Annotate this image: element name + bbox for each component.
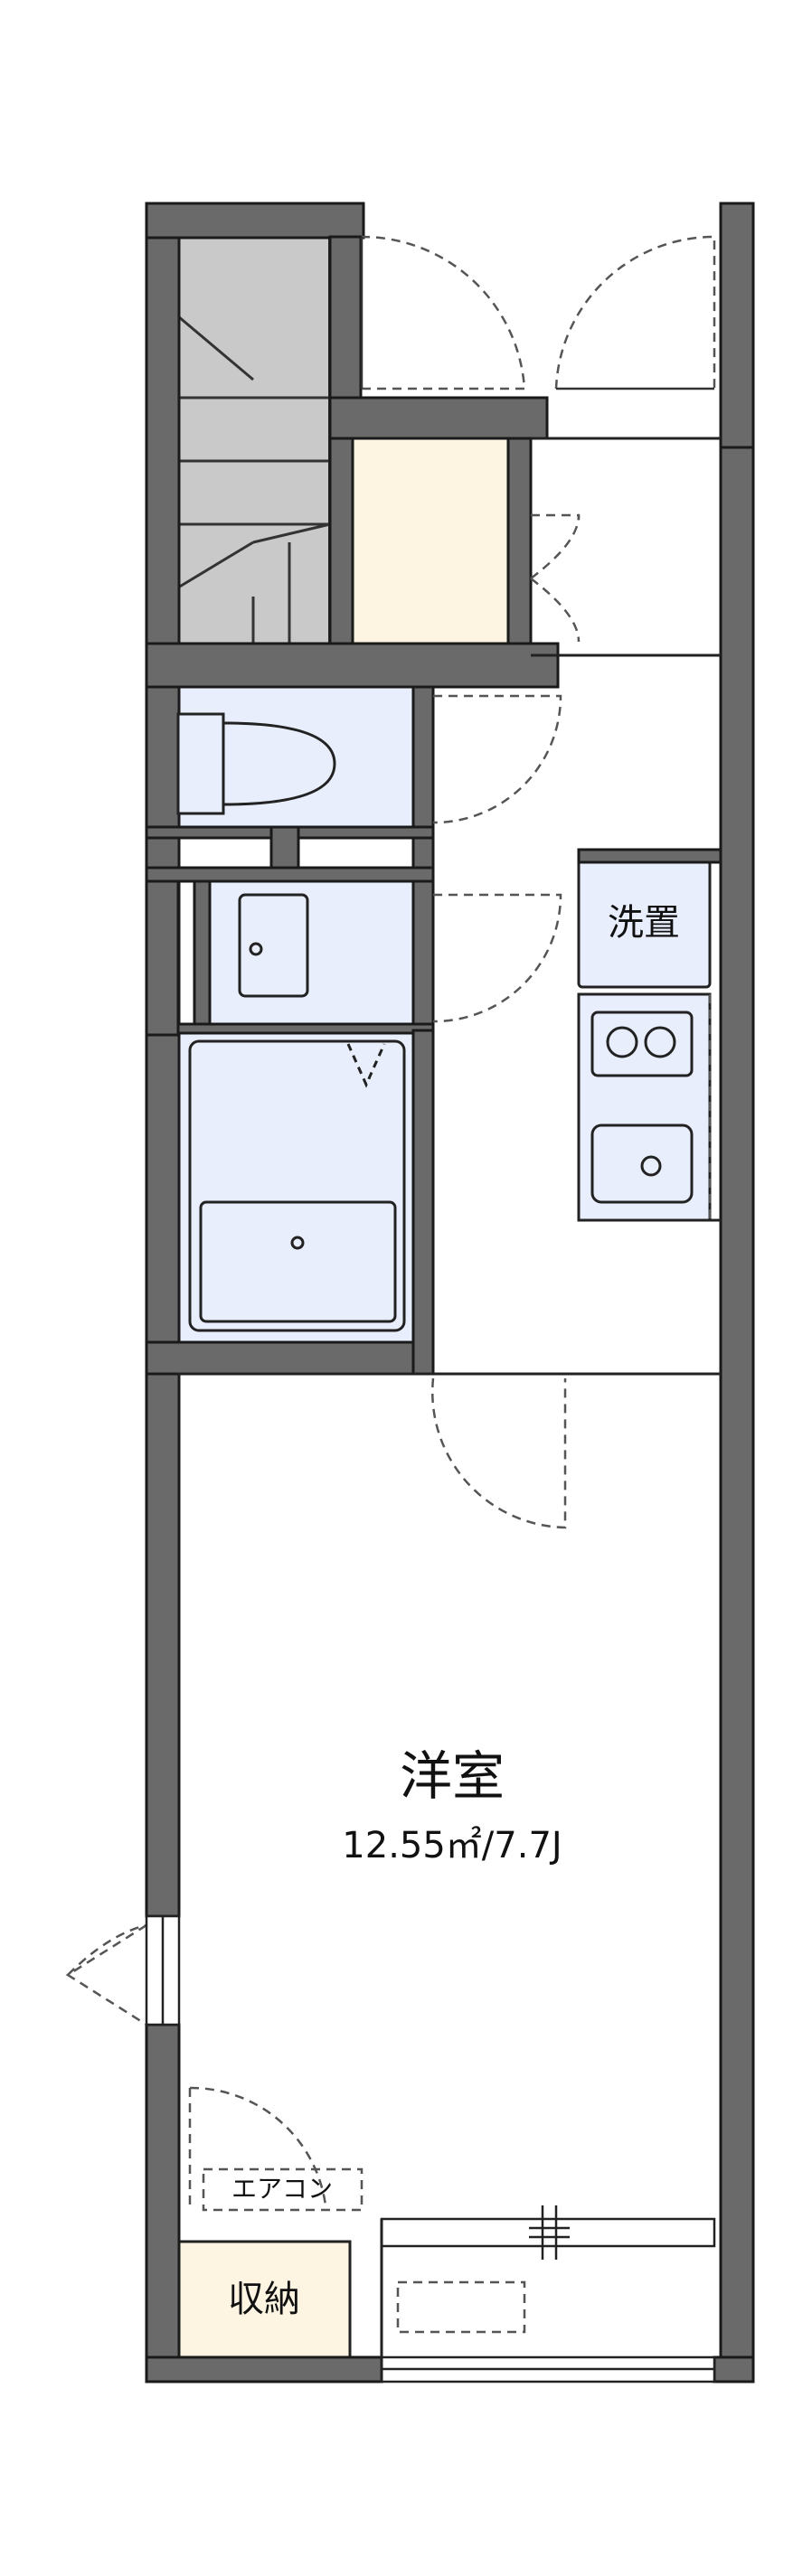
wash-basin xyxy=(238,893,309,998)
toilet xyxy=(176,712,336,815)
storage-area xyxy=(176,2240,352,2359)
bathtub xyxy=(188,1039,406,1332)
doors xyxy=(65,235,716,2334)
room-area: 12.55㎡/7.7J xyxy=(342,1825,562,1866)
room-fills xyxy=(176,237,712,2359)
stairs-area xyxy=(178,237,330,657)
stove xyxy=(590,1011,694,1204)
storage-label: 収納 xyxy=(228,2279,300,2320)
windows xyxy=(145,1914,716,2383)
walls xyxy=(145,202,755,2383)
entrance-area xyxy=(351,437,510,648)
room-name: 洋室 xyxy=(399,1745,505,1807)
washer-label: 洗置 xyxy=(608,902,680,944)
partitions xyxy=(178,437,721,2382)
aircon-label: エアコン xyxy=(231,2174,334,2204)
kitchen-counter xyxy=(577,992,712,1222)
bathroom xyxy=(176,1029,415,1344)
